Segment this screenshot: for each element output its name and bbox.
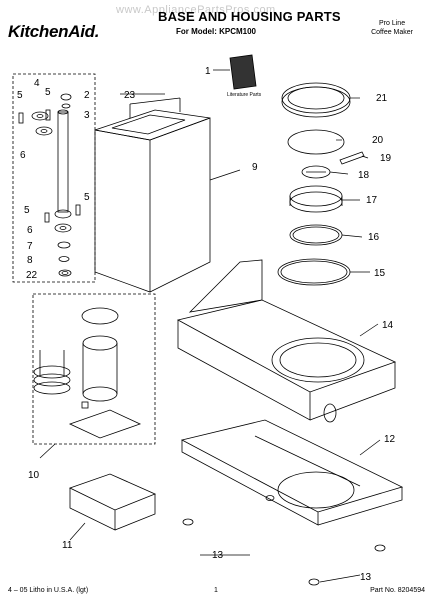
callout-7: 7	[27, 241, 33, 252]
footer-part-number: Part No. 8204594	[370, 587, 425, 594]
footer-page-number: 1	[214, 587, 218, 594]
page-title: BASE AND HOUSING PARTS	[158, 9, 341, 24]
callout-19: 19	[380, 153, 392, 164]
lower-fittings	[44, 204, 81, 277]
callout-12: 12	[384, 434, 396, 445]
base-housing	[176, 259, 397, 423]
bracket-17	[289, 185, 343, 213]
foot-block	[68, 473, 157, 531]
ring-21	[281, 82, 351, 118]
callout-20: 20	[372, 135, 384, 146]
callout-4: 4	[34, 78, 40, 89]
heater-parts	[33, 307, 142, 439]
callout-numbers: 1 2 3 4 5 5 5 5 6 6 7 8 22 23 9 10 11 12…	[17, 66, 396, 583]
model-line: For Model: KPCM100	[176, 27, 257, 36]
callout-21: 21	[376, 93, 388, 104]
callout-2: 2	[84, 90, 90, 101]
callout-16: 16	[368, 232, 380, 243]
product-line-1: Pro Line	[379, 20, 406, 27]
housing	[94, 97, 211, 293]
base-plate	[180, 419, 404, 526]
callout-14: 14	[382, 320, 394, 331]
callout-6a: 6	[20, 150, 26, 161]
callout-18: 18	[358, 170, 370, 181]
callout-11: 11	[62, 540, 73, 551]
callout-17: 17	[366, 195, 378, 206]
callout-15: 15	[374, 268, 386, 279]
disc-20	[287, 129, 345, 155]
heater-parts-group-box	[32, 293, 156, 445]
watermark: www.AppliancePartsPros.com	[116, 4, 276, 16]
cap-18	[301, 165, 331, 179]
leader-lines	[39, 69, 381, 583]
callout-8: 8	[27, 255, 33, 266]
footer-print-info: 4 – 05 Litho in U.S.A. (lgt)	[8, 587, 89, 594]
upper-parts-group-box	[12, 73, 96, 283]
callout-5c: 5	[84, 192, 90, 203]
literature-parts: Literature Parts	[227, 54, 262, 98]
callout-22: 22	[26, 270, 38, 281]
callout-5d: 5	[24, 205, 30, 216]
callout-1: 1	[205, 66, 211, 77]
rubber-feet	[182, 495, 386, 586]
callout-5a: 5	[17, 90, 23, 101]
brand-logo: KitchenAid.	[8, 22, 100, 41]
callout-3: 3	[84, 110, 90, 121]
callout-13b: 13	[360, 572, 372, 583]
product-line: Pro Line Coffee Maker	[371, 19, 413, 37]
callout-6b: 6	[27, 225, 33, 236]
callout-5b: 5	[45, 87, 51, 98]
product-line-2: Coffee Maker	[371, 29, 413, 36]
callout-10: 10	[28, 470, 40, 481]
callout-9: 9	[252, 162, 258, 173]
callout-13a: 13	[212, 550, 224, 561]
tube-assembly	[18, 93, 72, 213]
pin-19	[339, 151, 365, 165]
gasket-16	[289, 224, 343, 246]
literature-label: Literature Parts	[227, 92, 262, 98]
gasket-15	[277, 258, 351, 286]
callout-23: 23	[124, 90, 136, 101]
